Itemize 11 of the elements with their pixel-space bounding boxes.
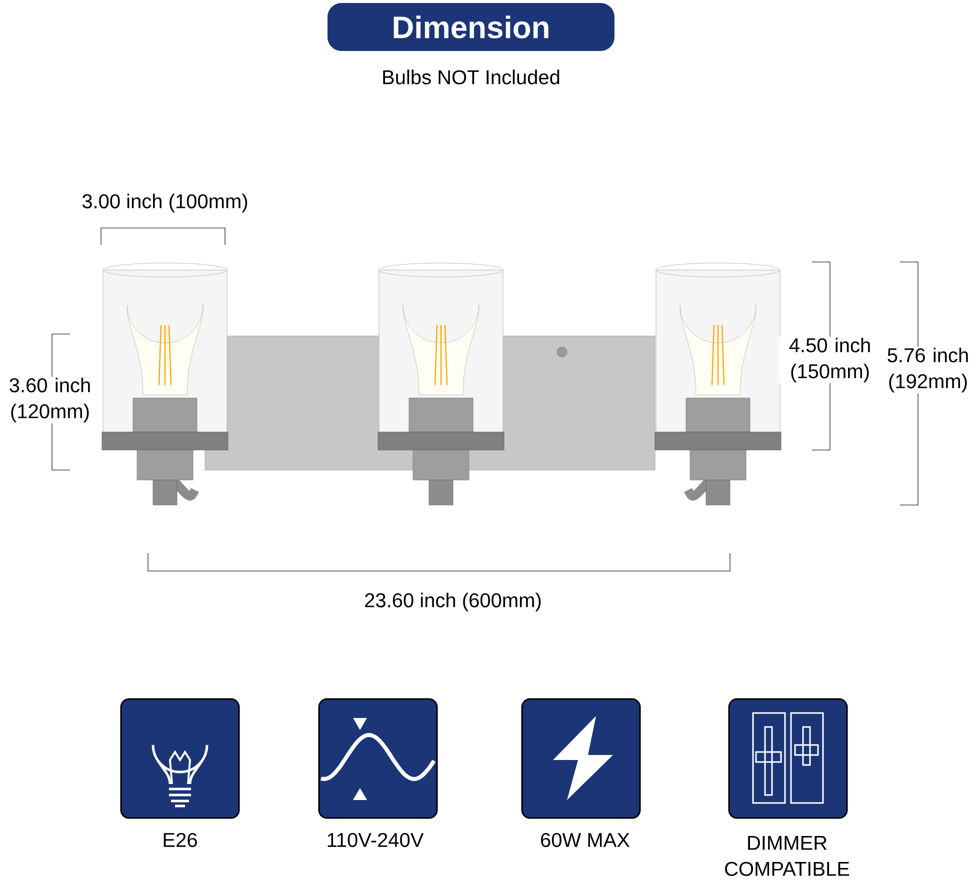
dimension-label: 5.76 inch (192mm) xyxy=(877,346,979,394)
dimension-label: 3.00 inch (100mm) xyxy=(82,194,248,212)
icon-caption: DIMMER COMPATIBLE xyxy=(711,835,863,877)
icon-caption: E26 xyxy=(164,832,197,848)
icon-caption: 110V-240V xyxy=(328,832,424,848)
title-badge: Dimension xyxy=(328,3,614,51)
note-text: Bulbs NOT Included xyxy=(383,70,560,84)
icon-caption: 60W MAX xyxy=(541,832,630,848)
dimension-label: 4.50 inch (150mm) xyxy=(779,336,881,384)
dimension-label: 23.60 inch (600mm) xyxy=(365,592,541,612)
dimension-label: 3.60 inch (120mm) xyxy=(0,376,101,424)
